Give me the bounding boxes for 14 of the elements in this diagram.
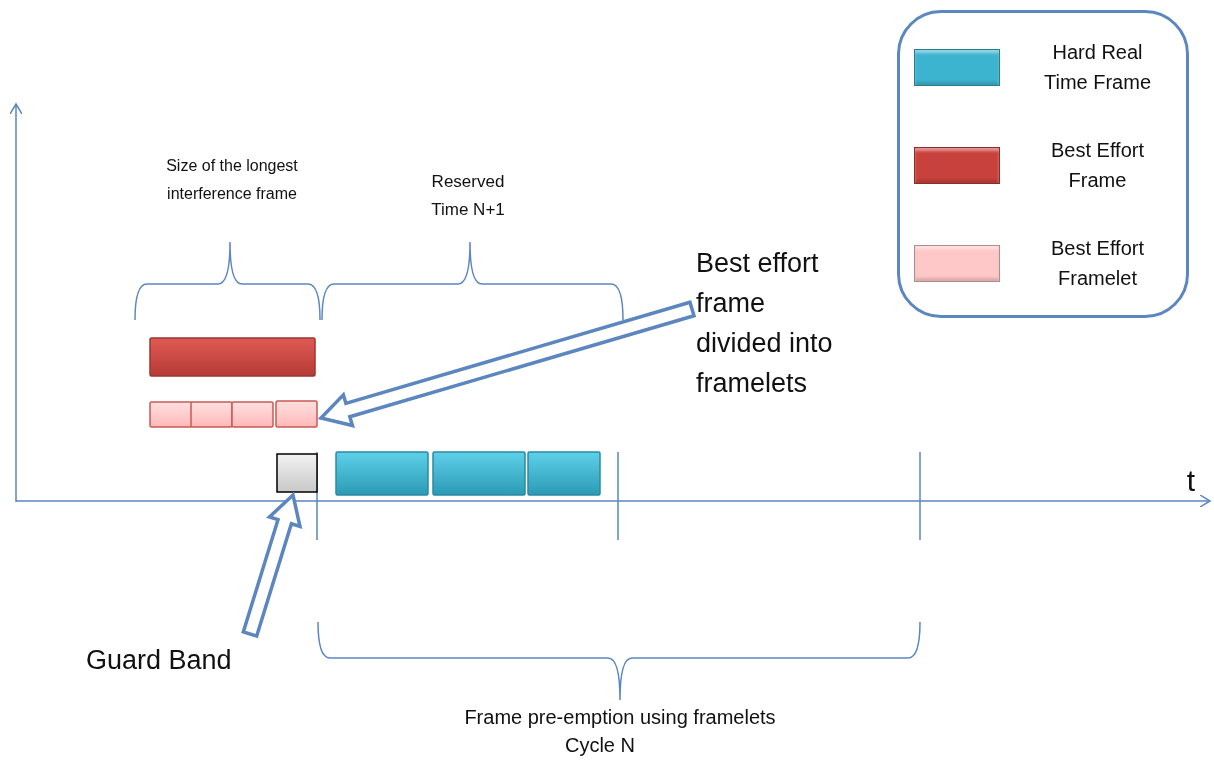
legend-text: Best Effort Frame <box>1050 138 1145 193</box>
brace-label: Frame pre-emption using framelets <box>463 705 777 730</box>
brace-label: Reserved Time N+1 <box>430 171 506 221</box>
axis-label: t <box>1185 463 1197 499</box>
block-arrow <box>317 300 697 428</box>
legend-text: Hard Real Time Frame <box>1042 40 1152 95</box>
cycle-label: Cycle N <box>564 733 636 758</box>
guard-band-box <box>276 453 318 493</box>
callout-text: Best effort frame divided into framelets <box>696 243 846 403</box>
legend-text: Best Effort Framelet <box>1050 236 1145 291</box>
brace-label: Size of the longest interference frame <box>165 156 299 204</box>
framelet-bar <box>275 400 318 428</box>
block-arrow <box>241 491 303 639</box>
callout-text: Guard Band <box>86 640 256 680</box>
